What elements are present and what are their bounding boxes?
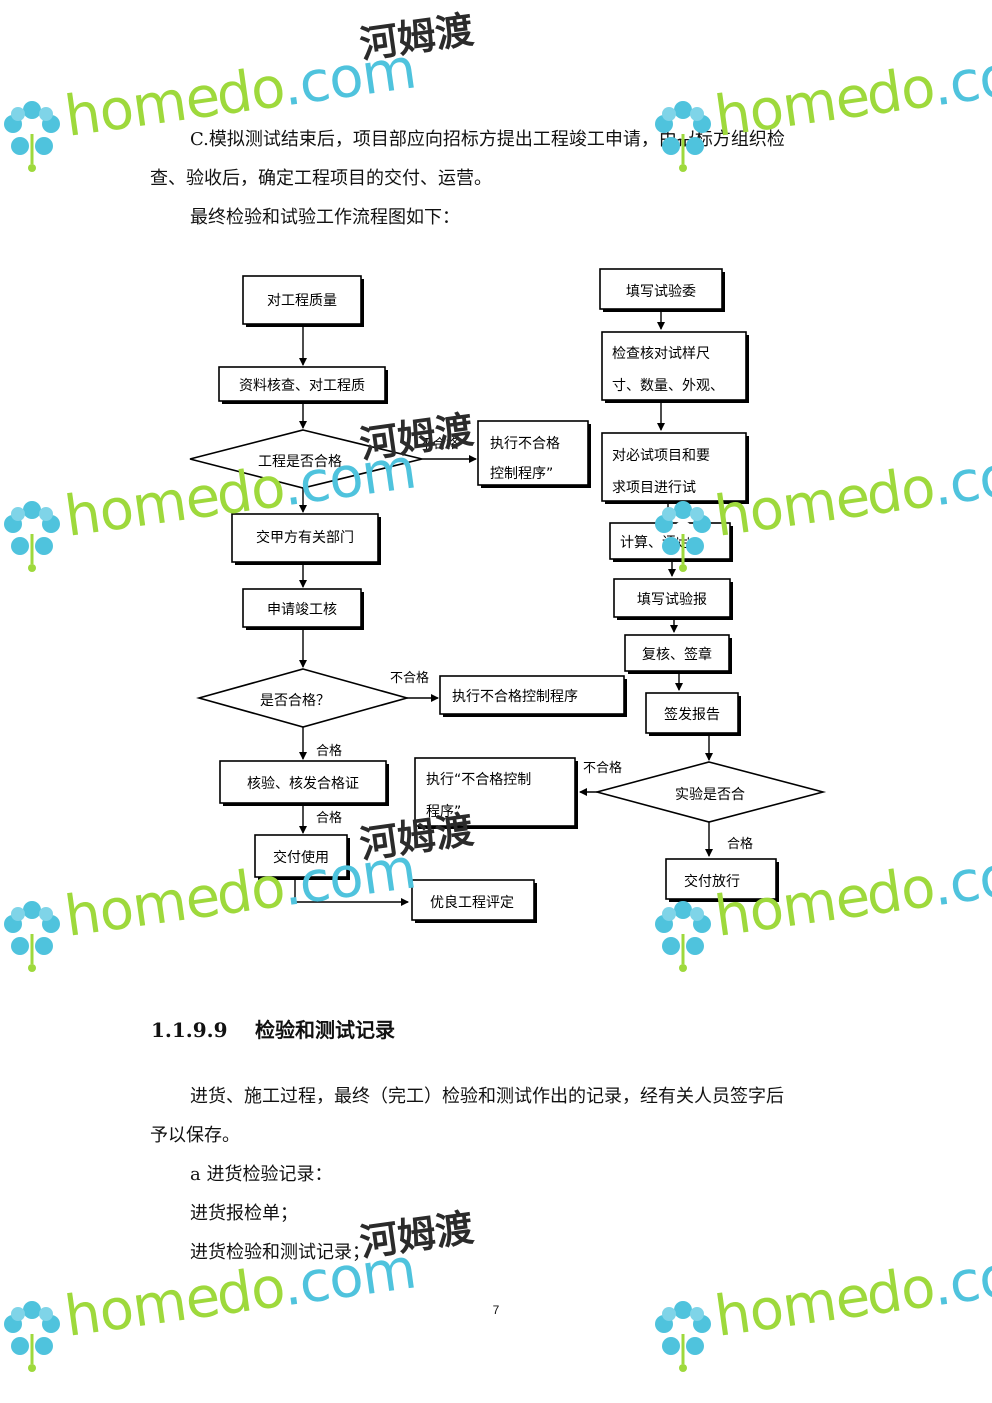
decision-test-qualified: 实验是否合: [593, 761, 827, 823]
node-nonconformance-3-line2: 程序”: [426, 804, 461, 820]
node-apply-completion-text: 申请竣工核: [267, 602, 337, 618]
node-check-specimen: 检查核对试样尺 寸、数量、外观、: [601, 331, 749, 403]
node-nonconformance-2-text: 执行不合格控制程序: [452, 689, 578, 705]
node-quality-text: 对工程质量: [267, 293, 337, 309]
node-issue-report-text: 签发报告: [664, 706, 720, 723]
node-submit-owner-text: 交甲方有关部门: [256, 529, 354, 546]
node-fill-commission-text: 填写试验委: [626, 284, 696, 300]
decision-project-qualified-text: 工程是否合格: [258, 454, 342, 470]
section-title: 检验和测试记录: [255, 1018, 395, 1042]
node-fill-report: 填写试验报: [613, 578, 733, 620]
node-excellent-evaluation-text: 优良工程评定: [430, 895, 514, 911]
label-pass-1: 合格: [316, 743, 342, 759]
node-document-check-text: 资料核查、对工程质: [239, 378, 365, 394]
paragraph-c-line1: C.模拟测试结束后，项目部应向招标方提出工程竣工申请，由招标方组织检: [190, 129, 785, 150]
watermark-text: do: [862, 1255, 937, 1329]
decision-test-qualified-text: 实验是否合: [675, 787, 745, 803]
node-fill-commission: 填写试验委: [599, 268, 725, 312]
label-fail-1: 不合格: [420, 436, 459, 452]
page-number: 7: [492, 1303, 500, 1317]
node-quality: 对工程质量: [242, 275, 364, 327]
list-item-incoming-records: a 进货检验记录：: [190, 1164, 333, 1185]
node-document-check: 资料核查、对工程质: [218, 366, 388, 404]
node-issue-certificate: 核验、核发合格证: [219, 760, 389, 806]
label-fail-2: 不合格: [390, 670, 429, 686]
node-test-items-line1: 对必试项目和要: [612, 448, 710, 464]
node-apply-completion: 申请竣工核: [242, 588, 364, 630]
label-pass-2: 合格: [316, 810, 342, 826]
svg-text:homedo.com: homedo.com: [711, 1236, 992, 1349]
node-release-text: 交付放行: [684, 873, 740, 890]
paragraph-records-line1: 进货、施工过程，最终（完工）检验和测试作出的记录，经有关人员签字后: [190, 1086, 784, 1107]
node-check-specimen-line1: 检查核对试样尺: [612, 346, 710, 362]
node-submit-owner: 交甲方有关部门: [231, 513, 381, 565]
node-nonconformance-2: 执行不合格控制程序: [439, 675, 627, 717]
section-number: 1.1.9.9: [151, 1018, 228, 1042]
node-excellent-evaluation: 优良工程评定: [411, 879, 537, 923]
node-release: 交付放行: [665, 858, 779, 902]
section-heading: 1.1.9.9 检验和测试记录: [151, 1014, 395, 1043]
inspection-flowchart: 对工程质量 资料核查、对工程质 工程是否合格 不合格 执行不合格 控制程序” 交…: [189, 268, 827, 923]
node-nonconformance-3-line1: 执行“不合格控制: [426, 772, 531, 788]
list-item-inspection-form: 进货报检单；: [190, 1203, 298, 1224]
node-calculate-evaluate-text: 计算、评定: [620, 535, 690, 551]
label-fail-3: 不合格: [583, 760, 622, 776]
node-deliver-use: 交付使用: [254, 834, 350, 880]
label-pass-3: 合格: [727, 836, 753, 852]
watermark-cn: 河姆渡: [357, 1205, 476, 1264]
node-review-stamp-text: 复核、签章: [642, 646, 712, 663]
watermark-logo: homedo.com: [711, 1236, 992, 1349]
decision-qualified-text: 是否合格？: [260, 693, 330, 709]
node-fill-report-text: 填写试验报: [637, 592, 707, 608]
node-issue-certificate-text: 核验、核发合格证: [247, 776, 359, 792]
node-check-specimen-line2: 寸、数量、外观、: [612, 378, 724, 394]
node-issue-report: 签发报告: [645, 692, 741, 736]
decision-qualified: 是否合格？: [196, 668, 410, 728]
arrow: [294, 877, 409, 906]
decision-project-qualified: 工程是否合格: [189, 429, 423, 489]
node-test-items-line2: 求项目进行试: [612, 480, 696, 496]
node-calculate-evaluate: 计算、评定: [609, 522, 733, 562]
node-nonconformance-1: 执行不合格 控制程序”: [477, 420, 591, 488]
node-nonconformance-3: 执行“不合格控制 程序”: [414, 757, 578, 829]
node-nonconformance-1-line1: 执行不合格: [490, 436, 560, 452]
node-nonconformance-1-line2: 控制程序”: [490, 466, 553, 482]
paragraph-c-line2: 查、验收后，确定工程项目的交付、运营。: [150, 168, 492, 189]
watermark-text: do: [212, 1255, 287, 1329]
node-deliver-use-text: 交付使用: [273, 849, 329, 866]
paragraph-records-line2: 予以保存。: [150, 1125, 240, 1146]
node-test-items: 对必试项目和要 求项目进行试: [601, 432, 749, 504]
list-item-test-records: 进货检验和测试记录；: [190, 1242, 370, 1263]
flowchart-intro: 最终检验和试验工作流程图如下：: [190, 207, 460, 228]
node-review-stamp: 复核、签章: [624, 634, 732, 674]
